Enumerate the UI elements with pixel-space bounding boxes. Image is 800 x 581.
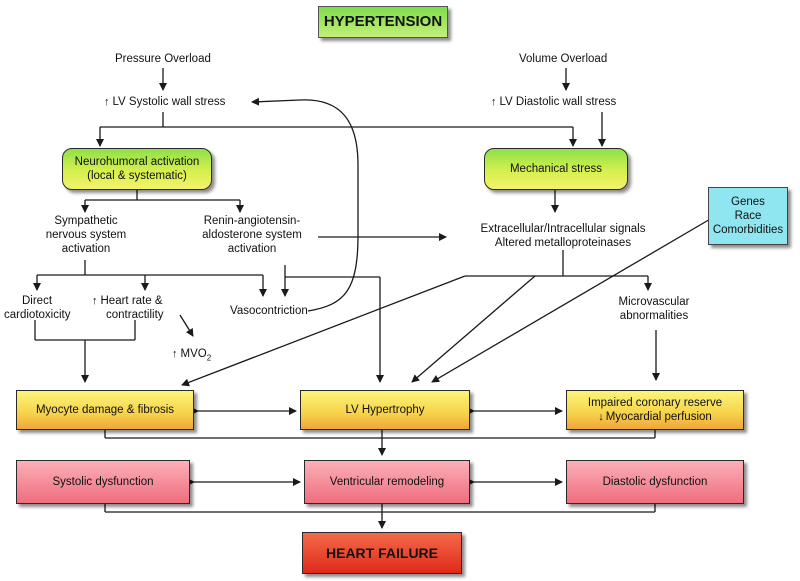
mvo2: ↑MVO2 — [172, 347, 211, 365]
genes-line-3: Comorbidities — [712, 224, 784, 236]
signals-line-2: Altered metalloproteinases — [494, 237, 632, 249]
pressure-overload-label: Pressure Overload — [115, 53, 211, 65]
mechanical-stress-box: Mechanical stress — [484, 148, 628, 190]
direct-cardiotoxicity: Direct cardiotoxicity — [4, 294, 70, 322]
direct-cardiotoxicity-line-2: cardiotoxicity — [4, 309, 71, 321]
neurohumoral-line-2: (local & systematic) — [87, 170, 187, 182]
up-arrow-icon: ↑ — [92, 295, 98, 307]
impaired-coronary-line-1: Impaired coronary reserve — [587, 397, 723, 409]
signals-line-1: Extracellular/Intracellular signals — [480, 223, 646, 235]
sympathetic-line-1: Sympathetic — [54, 215, 118, 227]
vasoconstriction: Vasocontriction — [230, 305, 308, 317]
raas-line-1: Renin-angiotensin- — [203, 215, 301, 227]
heart-failure-box: HEART FAILURE — [302, 532, 462, 574]
genes-race-comorbidities-box: Genes Race Comorbidities — [708, 187, 788, 245]
neurohumoral-line-1: Neurohumoral activation — [74, 156, 200, 168]
lv-hypertrophy-label: LV Hypertrophy — [345, 404, 425, 416]
lv-diastolic-wall-stress: ↑LV Diastolic wall stress — [491, 95, 616, 109]
diastolic-dysfunction-box: Diastolic dysfunction — [566, 460, 744, 504]
volume-overload-label: Volume Overload — [519, 53, 608, 65]
systolic-dysfunction-label: Systolic dysfunction — [52, 476, 154, 488]
genes-line-1: Genes — [731, 196, 765, 208]
up-arrow-icon: ↑ — [172, 348, 178, 360]
heart-rate-line-1: Heart rate & — [100, 295, 163, 307]
heart-rate-line-2: contractility — [106, 309, 164, 321]
lv-hypertrophy-box: LV Hypertrophy — [300, 390, 470, 430]
impaired-coronary-line-2: Myocardial perfusion — [605, 411, 712, 423]
lv-diastolic-wall-stress-label: LV Diastolic wall stress — [499, 96, 617, 108]
myocyte-damage-box: Myocyte damage & fibrosis — [16, 390, 194, 430]
microvascular-abnormalities: Microvascular abnormalities — [606, 295, 702, 323]
mvo2-label: MVO — [180, 348, 207, 360]
ventricular-remodeling-box: Ventricular remodeling — [304, 460, 470, 504]
down-arrow-icon: ↓ — [598, 411, 604, 423]
neurohumoral-activation-box: Neurohumoral activation (local & systema… — [62, 148, 212, 190]
sympathetic-line-2: nervous system — [45, 229, 127, 241]
sympathetic-line-3: activation — [61, 243, 111, 255]
microvascular-line-1: Microvascular — [618, 296, 690, 308]
heart-rate-contractility: ↑Heart rate & contractility — [92, 294, 164, 322]
mechanical-stress-label: Mechanical stress — [509, 163, 603, 175]
ventricular-remodeling-label: Ventricular remodeling — [329, 476, 445, 488]
genes-line-2: Race — [734, 210, 762, 222]
lv-systolic-wall-stress: ↑LV Systolic wall stress — [104, 95, 225, 109]
diastolic-dysfunction-label: Diastolic dysfunction — [602, 476, 708, 488]
sympathetic-activation: Sympathetic nervous system activation — [38, 214, 134, 256]
raas-line-2: aldosterone system — [202, 229, 302, 241]
up-arrow-icon: ↑ — [104, 96, 110, 108]
systolic-dysfunction-box: Systolic dysfunction — [16, 460, 190, 504]
lv-systolic-wall-stress-label: LV Systolic wall stress — [112, 96, 226, 108]
hypertension-title-box: HYPERTENSION — [318, 6, 448, 38]
mvo2-subscript: 2 — [206, 353, 212, 363]
raas-line-3: activation — [227, 243, 277, 255]
signals-label: Extracellular/Intracellular signals Alte… — [448, 222, 678, 250]
myocyte-damage-label: Myocyte damage & fibrosis — [35, 404, 175, 416]
direct-cardiotoxicity-line-1: Direct — [21, 295, 53, 307]
heart-failure-label: HEART FAILURE — [326, 545, 438, 561]
up-arrow-icon: ↑ — [491, 96, 497, 108]
hypertension-title: HYPERTENSION — [323, 13, 443, 30]
raas-activation: Renin-angiotensin- aldosterone system ac… — [186, 214, 318, 256]
microvascular-line-2: abnormalities — [619, 310, 689, 322]
impaired-coronary-box: Impaired coronary reserve ↓Myocardial pe… — [566, 390, 744, 430]
